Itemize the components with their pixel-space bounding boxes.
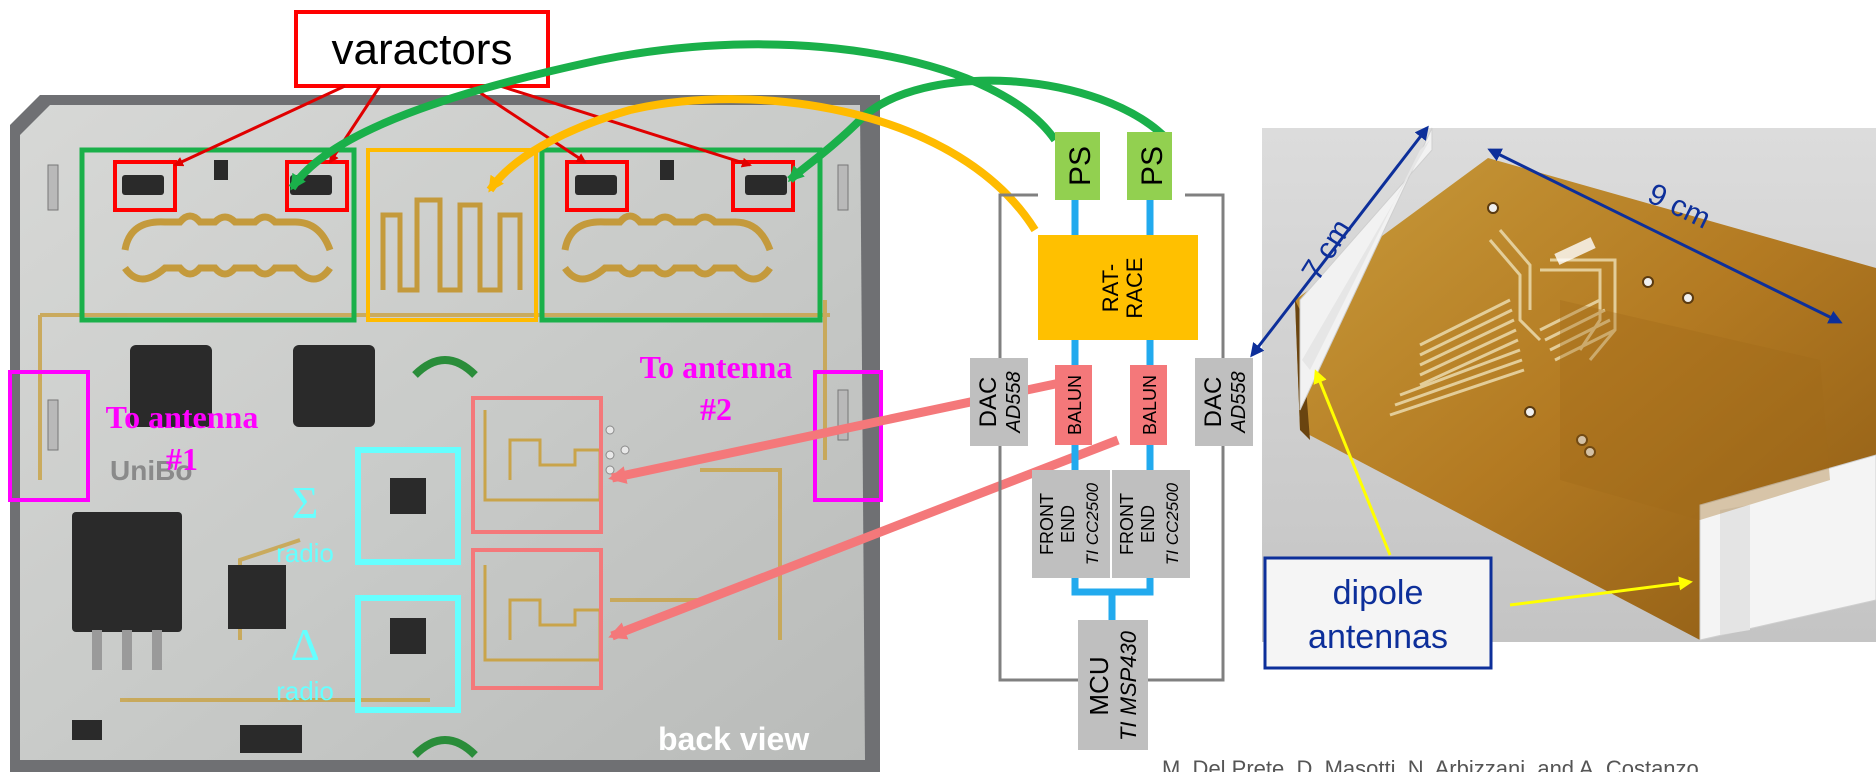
- sigma-symbol: Σ: [292, 477, 319, 528]
- delta-radio-label: radio: [276, 676, 334, 706]
- front-end-left-label-2: END: [1058, 505, 1078, 543]
- front-end-right-label-2: END: [1138, 505, 1158, 543]
- to-antenna-2-line1: To antenna: [640, 349, 793, 385]
- dipole-label-line1: dipole: [1333, 574, 1424, 612]
- to-antenna-1-line1: To antenna: [106, 399, 259, 435]
- balun-left-label: BALUN: [1065, 375, 1085, 435]
- ratrace-label-line1: RAT-: [1098, 264, 1123, 312]
- citation-text: M. Del Prete, D. Masotti, N. Arbizzani, …: [1162, 756, 1699, 772]
- ps-left-label: PS: [1064, 146, 1097, 186]
- front-end-left-part: TI CC2500: [1083, 482, 1102, 565]
- front-end-right-label-1: FRONT: [1117, 493, 1137, 555]
- to-antenna-1-line2: #1: [166, 441, 198, 477]
- dac-right-label: DAC: [1200, 377, 1227, 428]
- front-end-left-label-1: FRONT: [1037, 493, 1057, 555]
- mcu-label: MCU: [1084, 656, 1114, 715]
- back-view-label: back view: [658, 721, 809, 757]
- sigma-radio-label: radio: [276, 538, 334, 568]
- dac-left-label: DAC: [975, 377, 1002, 428]
- varactors-label: varactors: [332, 25, 513, 74]
- to-antenna-2-line2: #2: [700, 391, 732, 427]
- front-end-right-part: TI CC2500: [1163, 482, 1182, 565]
- ratrace-label-line2: RACE: [1122, 257, 1147, 318]
- balun-right-label: BALUN: [1140, 375, 1160, 435]
- delta-symbol: Δ: [290, 619, 320, 670]
- dac-left-part: AD558: [1003, 371, 1025, 433]
- dac-right-part: AD558: [1228, 371, 1250, 433]
- ps-right-label: PS: [1136, 146, 1169, 186]
- mcu-part: TI MSP430: [1116, 630, 1141, 741]
- dipole-label-line2: antennas: [1308, 618, 1448, 656]
